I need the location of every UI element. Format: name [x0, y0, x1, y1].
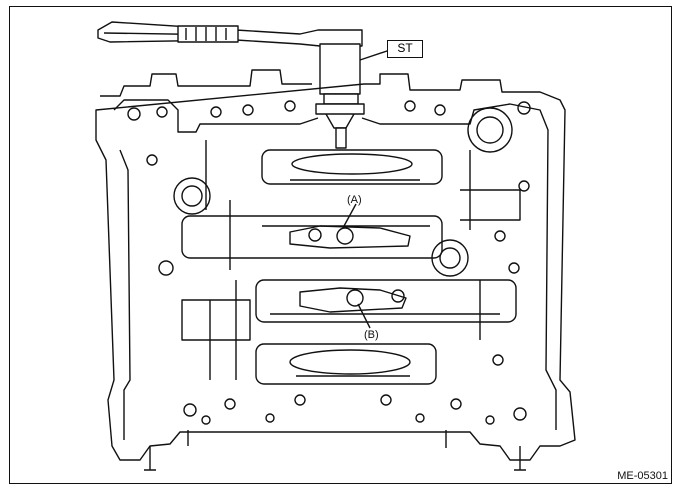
figure-id: ME-05301 — [617, 470, 668, 482]
ratchet-wrench-icon — [97, 21, 363, 47]
crank-journal-b — [255, 279, 517, 323]
special-tool-label: ST — [387, 40, 423, 58]
callout-a-label: (A) — [347, 194, 362, 206]
crank-journal-lower — [255, 343, 437, 385]
crank-journal-upper — [261, 149, 443, 185]
socket-tool-icon — [315, 43, 391, 149]
crank-journal-a — [181, 215, 443, 259]
callout-b-label: (B) — [364, 329, 379, 341]
